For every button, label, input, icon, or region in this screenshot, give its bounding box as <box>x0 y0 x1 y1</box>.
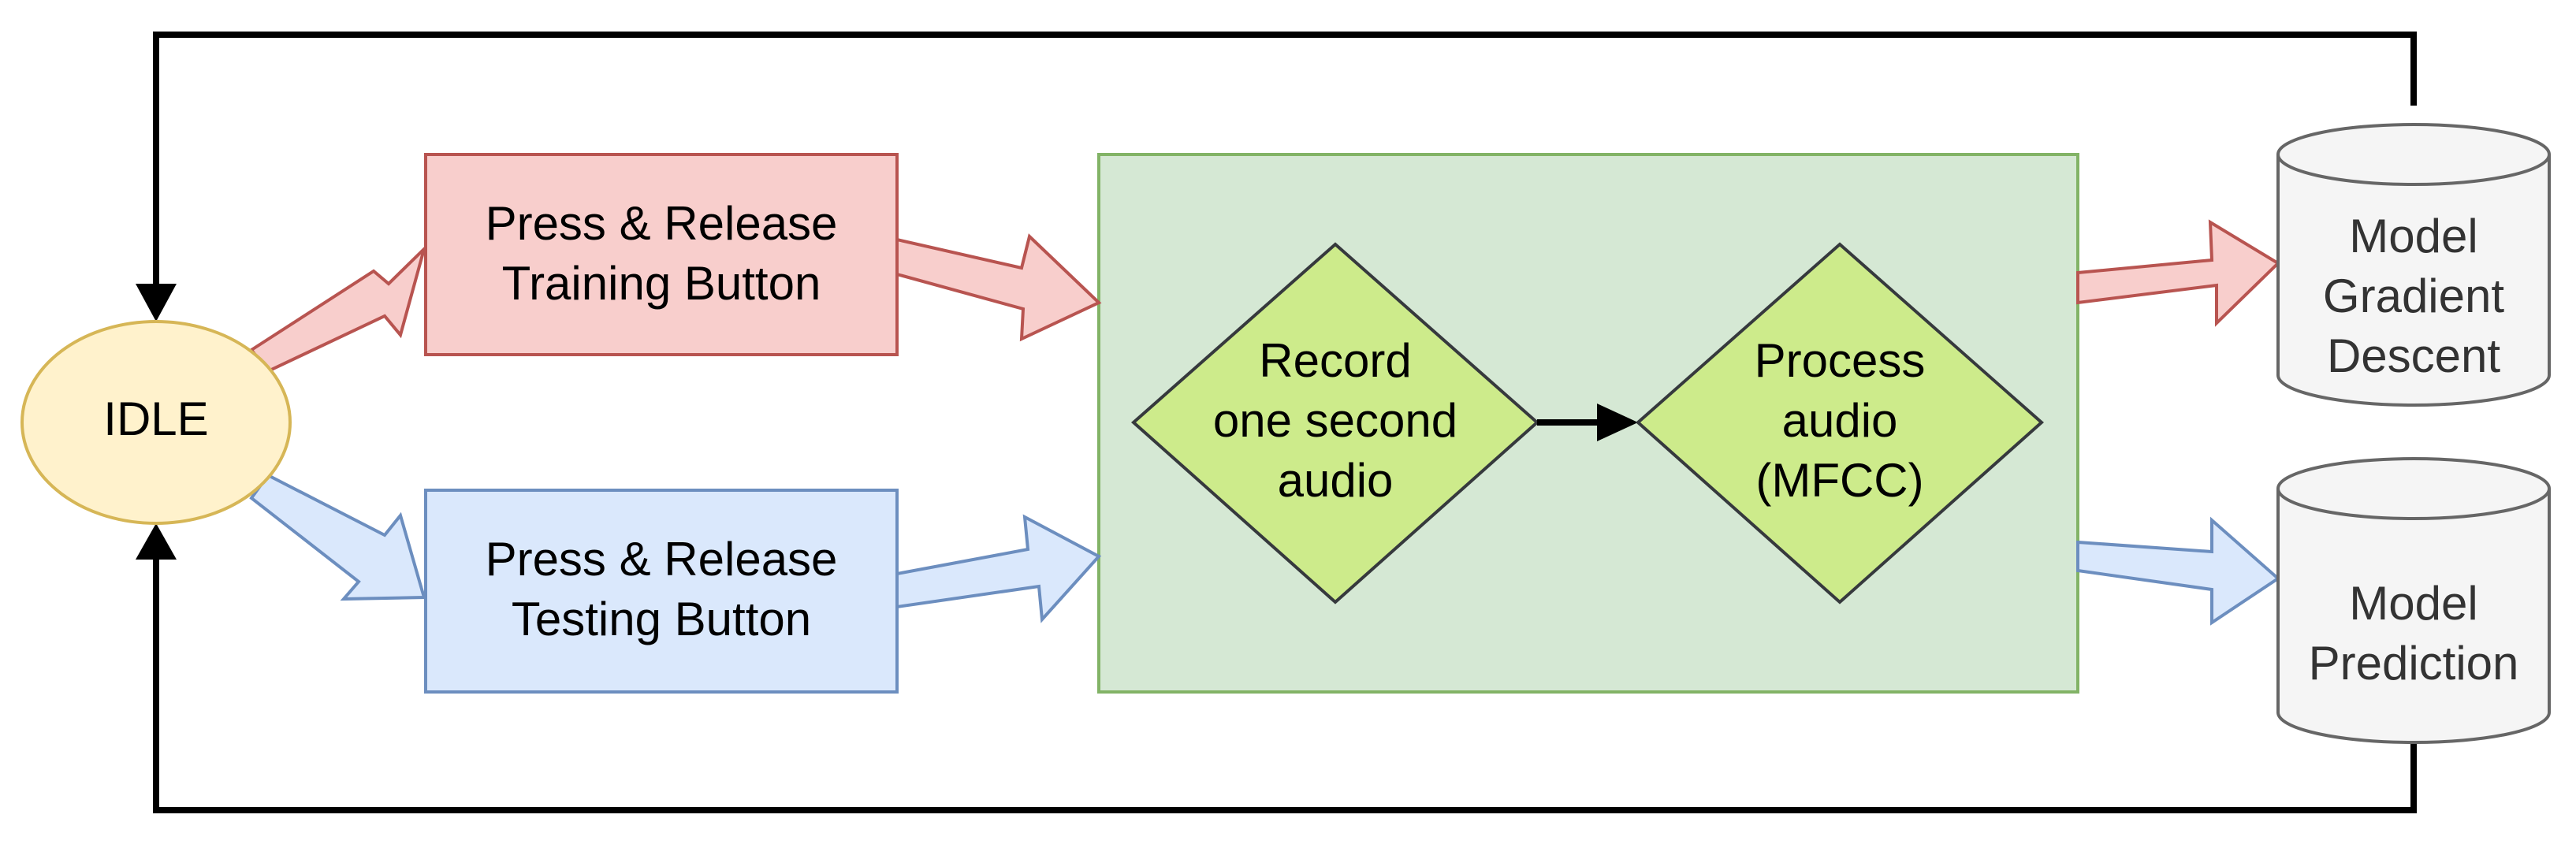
edge-record-to-process-arrowhead <box>1597 404 1638 441</box>
idle-label: IDLE <box>103 392 208 445</box>
testing-button-step <box>424 489 899 694</box>
arrow-idle-to-testing <box>249 473 426 601</box>
prediction-db-label-line1: Model <box>2349 577 2477 630</box>
prediction-db-label-line2: Prediction <box>2309 637 2519 690</box>
edge-prediction-to-idle-arrowhead <box>136 523 177 560</box>
edge-gradient-to-idle-arrowhead <box>136 284 177 322</box>
arrow-process-to-gradient <box>2076 219 2281 327</box>
training-button-label-line1: Press & Release <box>486 197 838 250</box>
gradient-db-label-line2: Gradient <box>2323 270 2504 322</box>
process-label-line2: audio <box>1782 394 1898 447</box>
gradient-descent-database <box>2276 123 2551 407</box>
arrow-training-to-process <box>895 233 1102 342</box>
arrow-testing-to-process <box>895 514 1102 623</box>
arrow-idle-to-training <box>249 244 427 374</box>
arrow-process-to-prediction <box>2076 516 2281 626</box>
prediction-database <box>2276 457 2551 744</box>
gradient-db-label-line3: Descent <box>2327 329 2500 382</box>
testing-button-label-line2: Testing Button <box>512 593 811 645</box>
process-label-line1: Process <box>1755 334 1926 387</box>
record-label-line2: one second <box>1213 394 1457 447</box>
training-button-step <box>424 153 899 356</box>
training-button-label-line2: Training Button <box>502 257 821 310</box>
testing-button-label-line1: Press & Release <box>486 533 838 586</box>
gradient-descent-database-rim <box>2276 154 2551 186</box>
edge-prediction-to-idle <box>153 552 2417 813</box>
process-audio-step <box>1635 242 2045 604</box>
edge-gradient-to-idle <box>153 32 2417 292</box>
gradient-db-label-line1: Model <box>2349 210 2477 262</box>
prediction-database-rim <box>2276 488 2551 520</box>
process-label-line3: (MFCC) <box>1755 454 1923 507</box>
idle-state <box>20 320 292 525</box>
record-label-line3: audio <box>1278 454 1394 507</box>
record-label-line1: Record <box>1259 334 1411 387</box>
record-audio-step <box>1130 242 1540 604</box>
